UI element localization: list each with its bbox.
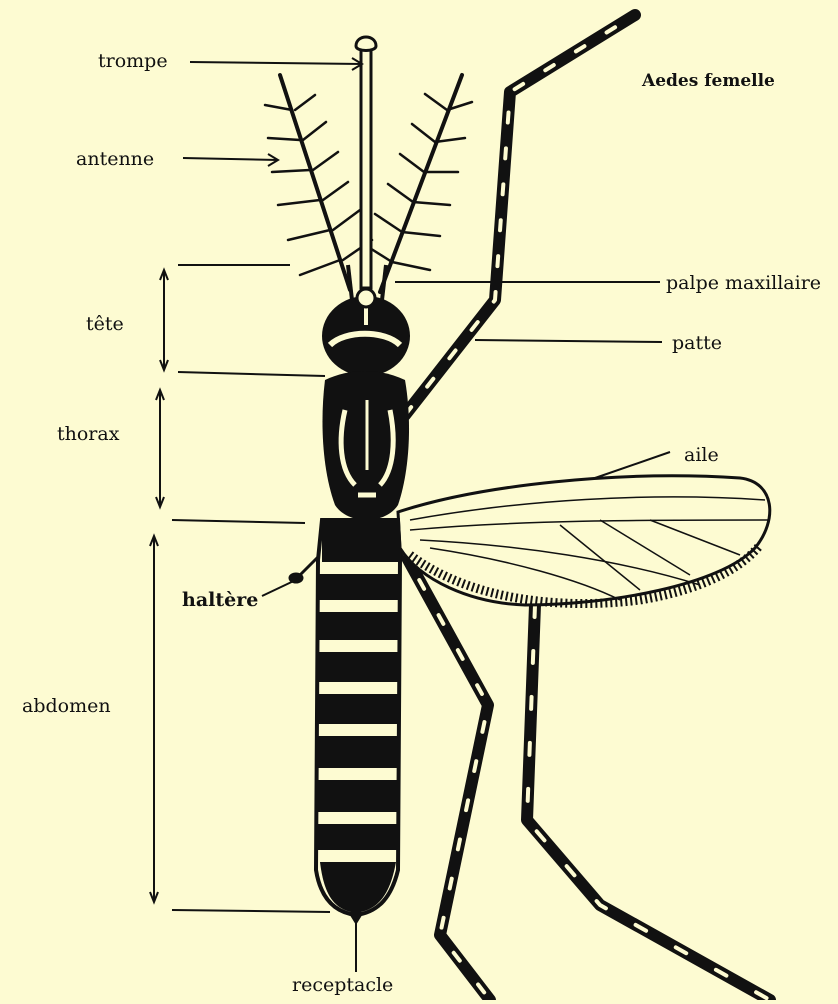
label-patte: patte (672, 332, 722, 354)
label-thorax: thorax (57, 423, 120, 445)
thorax (322, 371, 409, 520)
label-aile: aile (684, 444, 719, 466)
abdomen (316, 520, 400, 925)
label-antenne: antenne (76, 148, 154, 170)
label-tete: tête (86, 313, 124, 335)
label-trompe: trompe (98, 50, 168, 72)
label-receptacle: receptacle (292, 974, 393, 996)
label-abdomen: abdomen (22, 695, 111, 717)
diagram-title: Aedes femelle (641, 71, 775, 91)
label-palpe-maxillaire: palpe maxillaire (666, 272, 821, 294)
label-haltere: haltère (182, 589, 258, 611)
